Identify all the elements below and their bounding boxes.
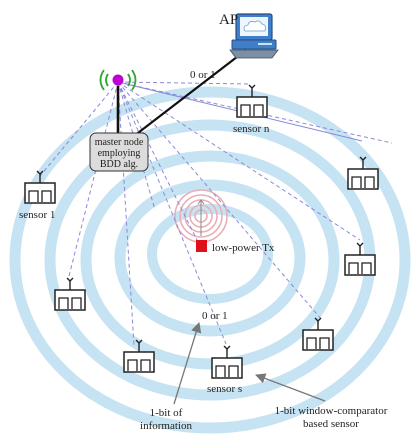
- bit-info-label-2: information: [140, 420, 192, 432]
- sensor-1-device: [24, 170, 56, 204]
- ring-1: [9, 86, 411, 434]
- bit-info-arrow: [173, 322, 202, 405]
- ap-computer: [229, 13, 279, 59]
- sensor-s-label: sensor s: [207, 383, 242, 395]
- comparator-label-1: 1-bit window-comparator: [275, 405, 388, 417]
- master-node-antenna: [99, 69, 137, 91]
- comparator-arrow: [255, 373, 326, 402]
- bit-info-label-1: 1-bit of: [150, 407, 183, 419]
- master-node-label-3: BDD alg.: [100, 159, 138, 170]
- tx-emission-rings: [174, 189, 228, 243]
- sensor-n-label: sensor n: [233, 123, 270, 135]
- ring-4: [114, 179, 306, 337]
- master-node-box: [89, 132, 149, 172]
- low-power-tx-label: low-power Tx: [212, 242, 275, 254]
- ap-link: [120, 49, 247, 147]
- sensor-s-device: [211, 345, 243, 379]
- sensor-1-label: sensor 1: [19, 209, 55, 221]
- comparator-label-2: based sensor: [303, 418, 359, 430]
- coverage-rings: [9, 86, 411, 434]
- sensor-left-device: [54, 277, 86, 311]
- ring-3: [80, 150, 340, 370]
- master-node-label-1: master node: [95, 137, 144, 148]
- zero-or-one-bottom: 0 or 1: [202, 310, 228, 322]
- ap-label: AP: [219, 12, 238, 28]
- low-power-tx-square: [196, 240, 207, 252]
- master-node-label-2: employing: [98, 148, 141, 159]
- zero-or-one-top: 0 or 1: [190, 69, 216, 81]
